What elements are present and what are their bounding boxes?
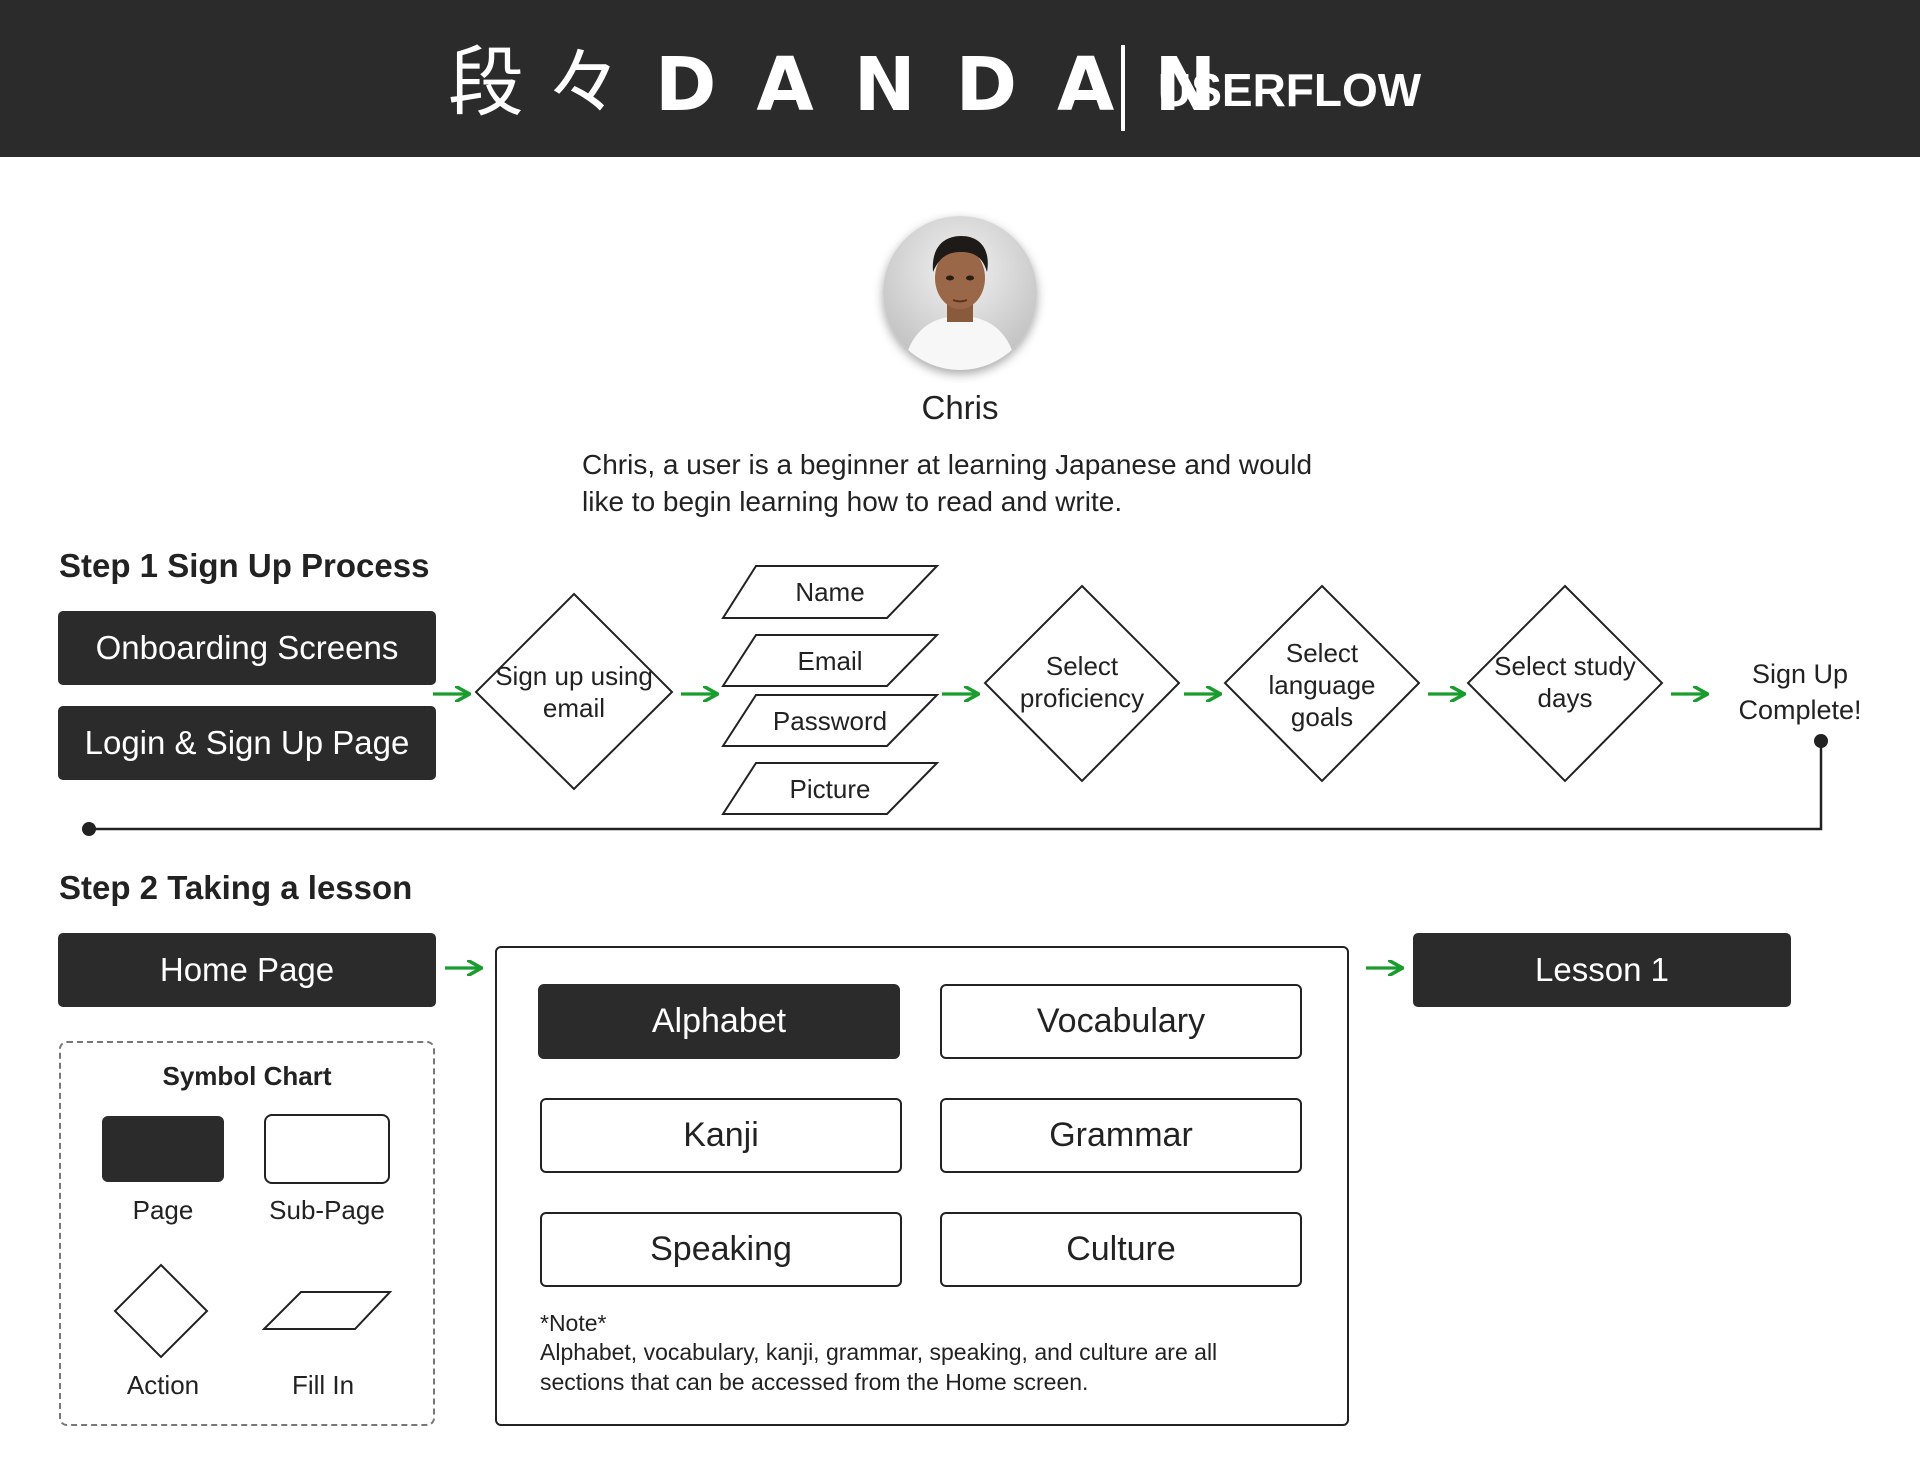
action-language-goals-label: Select language goals — [1268, 638, 1376, 732]
legend-title: Symbol Chart — [162, 1061, 332, 1091]
action-signup-label: Sign up using email — [495, 661, 653, 723]
action-diamond-signup — [474, 592, 674, 791]
signup-complete-label: Sign Up Complete! — [1738, 659, 1862, 725]
persona-description: Chris, a user is a beginner at learning … — [582, 449, 1313, 517]
step2-title: Step 2 Taking a lesson — [59, 869, 413, 906]
action-diamond-study-days — [1466, 584, 1664, 783]
legend-subpage-symbol — [264, 1114, 390, 1184]
action-diamond-proficiency — [983, 584, 1181, 783]
section-vocabulary[interactable]: Vocabulary — [940, 984, 1302, 1059]
fill-in-picture-shape — [721, 762, 940, 815]
action-diamond-language-goals — [1223, 584, 1421, 783]
header-divider — [1121, 45, 1125, 131]
section-grammar[interactable]: Grammar — [940, 1098, 1302, 1173]
note-title: *Note* — [540, 1310, 607, 1336]
legend-label-subpage: Sub-Page — [269, 1195, 385, 1225]
page-title: USERFLOW — [1158, 64, 1422, 116]
connector-dot — [82, 822, 96, 836]
section-alphabet[interactable]: Alphabet — [538, 984, 900, 1059]
section-culture[interactable]: Culture — [940, 1212, 1302, 1287]
fill-in-picture[interactable]: Picture — [789, 774, 871, 804]
page-lesson-1[interactable]: Lesson 1 — [1413, 933, 1791, 1007]
fill-in-password-shape — [721, 694, 940, 747]
page-home[interactable]: Home Page — [58, 933, 436, 1007]
header-bar — [0, 0, 1920, 157]
avatar — [883, 216, 1037, 370]
legend-action-symbol — [113, 1263, 209, 1359]
legend-label-fillin: Fill In — [291, 1370, 355, 1400]
page-login-signup[interactable]: Login & Sign Up Page — [58, 706, 436, 780]
section-speaking[interactable]: Speaking — [540, 1212, 902, 1287]
home-sections-panel — [495, 946, 1349, 1426]
connector-dot — [1814, 734, 1828, 748]
connector-line — [89, 741, 1823, 831]
fill-in-password[interactable]: Password — [772, 706, 888, 736]
section-kanji[interactable]: Kanji — [540, 1098, 902, 1173]
page-onboarding-screens[interactable]: Onboarding Screens — [58, 611, 436, 685]
step1-title: Step 1 Sign Up Process — [59, 547, 430, 584]
fill-in-email-shape — [721, 634, 940, 687]
legend-page-symbol — [102, 1116, 224, 1182]
action-study-days-label: Select study days — [1494, 651, 1636, 713]
fill-in-name[interactable]: Name — [795, 577, 865, 607]
fill-in-name-shape — [721, 565, 940, 619]
note-text: Alphabet, vocabulary, kanji, grammar, sp… — [540, 1339, 1218, 1395]
legend-label-page: Page — [132, 1195, 194, 1225]
symbol-chart — [59, 1041, 435, 1426]
brand-kanji: 段々 — [448, 38, 644, 127]
legend-fillin-symbol — [261, 1291, 393, 1330]
fill-in-email[interactable]: Email — [797, 646, 863, 676]
legend-label-action: Action — [126, 1370, 200, 1400]
persona-name: Chris — [921, 389, 999, 426]
action-proficiency-label: Select proficiency — [1019, 651, 1145, 713]
